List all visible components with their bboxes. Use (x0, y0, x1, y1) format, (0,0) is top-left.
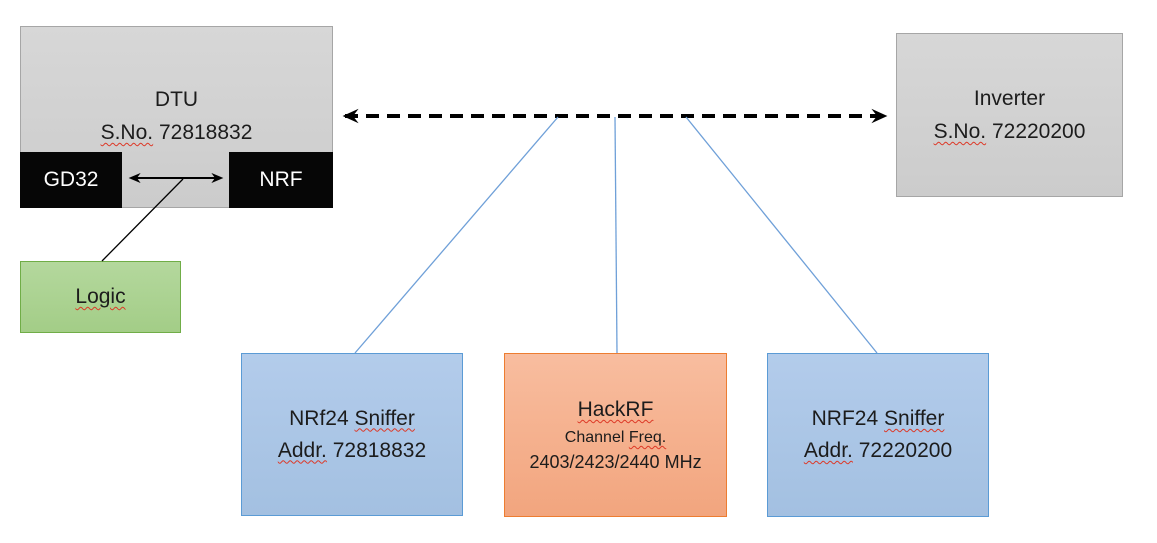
hackrf-subtitle: Channel Freq. (565, 425, 666, 450)
sniffer-right-connector-line (685, 116, 878, 354)
dtu-serial-number: 72818832 (158, 121, 253, 144)
dtu-serial-label: S.No. (100, 121, 154, 144)
gd32-box: GD32 (20, 152, 122, 208)
nrf-label: NRF (259, 168, 303, 191)
sniffer-right-type: Sniffer (884, 407, 945, 430)
hackrf-channel-label: Channel (564, 429, 625, 446)
hackrf-title: HackRF (577, 398, 654, 421)
sniffer-left-addr-number: 72818832 (332, 438, 427, 462)
hackrf-frequencies: 2403/2423/2440 MHz (529, 452, 702, 472)
logic-box: Logic (20, 261, 181, 333)
inverter-serial-number: 72220200 (991, 120, 1086, 143)
sniffer-right-addr-number: 72220200 (858, 439, 953, 462)
dtu-serial-line: S.No. 72818832 (21, 116, 332, 149)
hackrf-box: HackRF Channel Freq. 2403/2423/2440 MHz (504, 353, 727, 517)
sniffer-left-connector-line (354, 116, 559, 354)
sniffer-right-addr-line: Addr. 72220200 (804, 435, 952, 467)
sniffer-right-box: NRF24 Sniffer Addr. 72220200 (767, 353, 989, 517)
hackrf-connector-line (614, 116, 618, 354)
sniffer-left-name: NRf24 (289, 406, 349, 430)
dtu-label: DTU S.No. 72818832 (21, 83, 332, 149)
inverter-serial-line: S.No. 72220200 (934, 115, 1086, 148)
sniffer-right-title: NRF24 Sniffer (812, 403, 945, 435)
logic-label: Logic (75, 285, 126, 308)
inverter-title: Inverter (973, 87, 1046, 110)
gd32-label: GD32 (43, 168, 99, 191)
sniffer-left-title: NRf24 Sniffer (289, 403, 415, 435)
sniffer-left-addr-label: Addr. (277, 438, 327, 462)
hackrf-freq-label: Freq. (628, 429, 667, 446)
inverter-box: Inverter S.No. 72220200 (896, 33, 1123, 197)
sniffer-left-type: Sniffer (354, 406, 415, 430)
dtu-title: DTU (154, 88, 199, 111)
sniffer-left-box: NRf24 Sniffer Addr. 72818832 (241, 353, 463, 516)
inverter-serial-label: S.No. (933, 120, 987, 143)
sniffer-left-addr-line: Addr. 72818832 (278, 435, 426, 467)
sniffer-right-name: NRF24 (811, 407, 879, 430)
sniffer-right-addr-label: Addr. (803, 439, 853, 462)
nrf-box: NRF (229, 152, 333, 208)
